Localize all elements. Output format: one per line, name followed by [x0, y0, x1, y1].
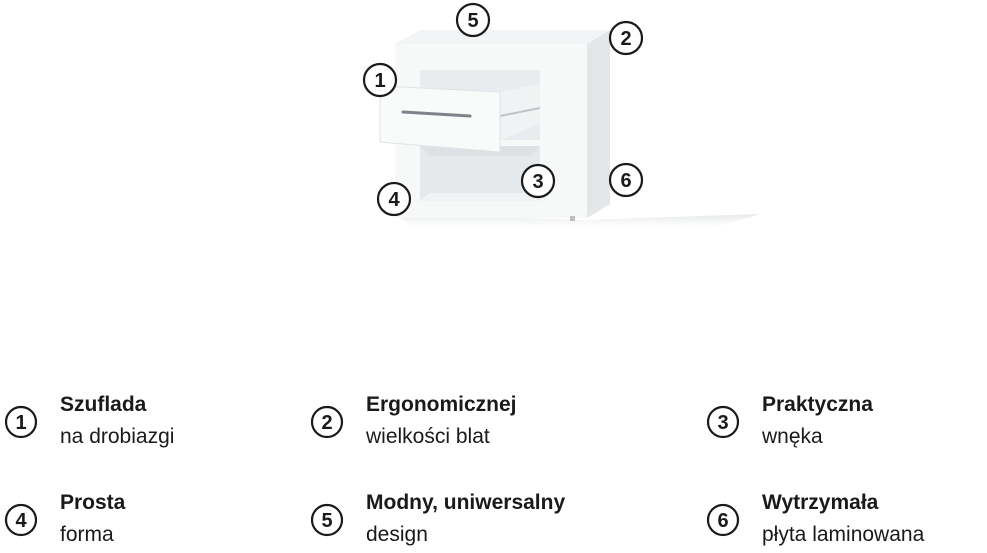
feature-6-badge: 6 — [706, 503, 740, 537]
floor-shadow — [395, 214, 760, 232]
callout-3: 3 — [520, 163, 556, 199]
feature-6-title: Wytrzymała — [762, 491, 879, 514]
feature-4-title: Prosta — [60, 491, 126, 514]
cabinet-top — [395, 30, 610, 44]
svg-text:4: 4 — [388, 189, 400, 211]
drawer-front — [379, 85, 501, 153]
callout-6: 6 — [608, 162, 644, 198]
drawer-runner — [499, 107, 541, 117]
feature-1-title: Szuflada — [60, 393, 147, 416]
feature-3-title: Praktyczna — [762, 393, 873, 416]
svg-text:3: 3 — [717, 412, 728, 434]
feature-3-desc: wnęka — [762, 425, 823, 448]
feature-5-badge: 5 — [310, 503, 344, 537]
svg-text:5: 5 — [467, 10, 478, 32]
niche-floor — [420, 193, 540, 201]
feature-6-desc: płyta laminowana — [762, 523, 925, 546]
feature-5: 5 Modny, uniwersalny design — [310, 490, 630, 550]
feature-3: 3 Praktyczna wnęka — [706, 392, 976, 452]
feature-4: 4 Prosta forma — [4, 490, 264, 550]
cabinet-side — [587, 30, 610, 218]
drawer-handle — [401, 110, 472, 118]
feature-2-desc: wielkości blat — [366, 425, 490, 448]
callout-2: 2 — [608, 20, 644, 56]
callout-1: 1 — [362, 62, 398, 98]
svg-text:6: 6 — [717, 510, 728, 532]
feature-4-badge: 4 — [4, 503, 38, 537]
svg-text:3: 3 — [532, 171, 543, 193]
feature-6: 6 Wytrzymała płyta laminowana — [706, 490, 986, 550]
svg-text:1: 1 — [15, 412, 26, 434]
svg-text:2: 2 — [620, 28, 631, 50]
callout-5: 5 — [455, 2, 491, 38]
feature-1: 1 Szuflada na drobiazgi — [4, 392, 264, 452]
svg-text:4: 4 — [15, 510, 27, 532]
cabinet-leg — [570, 216, 575, 221]
svg-text:5: 5 — [321, 510, 332, 532]
feature-5-title: Modny, uniwersalny — [366, 491, 566, 514]
feature-5-desc: design — [366, 523, 428, 546]
svg-text:6: 6 — [620, 170, 631, 192]
feature-1-desc: na drobiazgi — [60, 425, 175, 448]
callout-4: 4 — [376, 181, 412, 217]
feature-3-badge: 3 — [706, 405, 740, 439]
feature-2: 2 Ergonomicznej wielkości blat — [310, 392, 610, 452]
feature-4-desc: forma — [60, 523, 114, 546]
feature-1-badge: 1 — [4, 405, 38, 439]
niche-top-shade — [420, 146, 540, 156]
svg-text:1: 1 — [374, 70, 385, 92]
feature-2-badge: 2 — [310, 405, 344, 439]
feature-2-title: Ergonomicznej — [366, 393, 517, 416]
svg-text:2: 2 — [321, 412, 332, 434]
